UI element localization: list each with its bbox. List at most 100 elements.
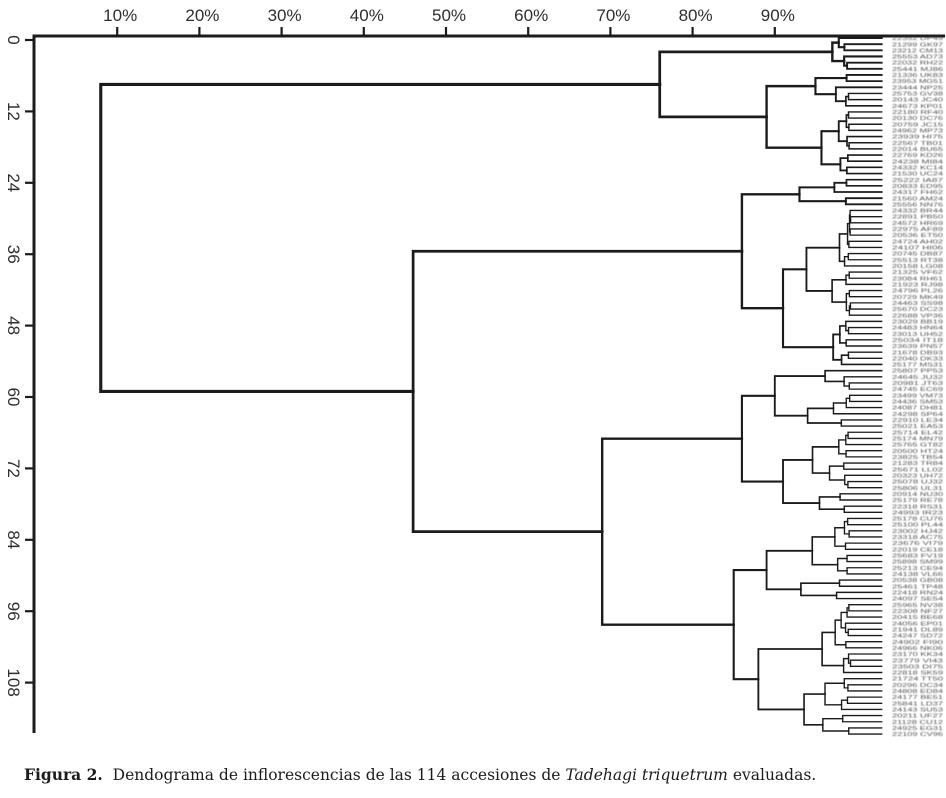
dendrogram-branch <box>847 684 883 692</box>
y-axis-tick-label: 72 <box>4 459 23 478</box>
dendrogram-branch <box>838 233 849 263</box>
dendrogram-branch <box>845 114 850 129</box>
dendrogram-branch <box>841 714 883 723</box>
dendrogram-branch <box>835 591 883 600</box>
leaf-label: 23318 AC75 <box>892 535 943 541</box>
dendrogram-branch <box>849 209 883 221</box>
leaf-label: 24745 EC69 <box>892 387 943 393</box>
leaf-label: 21678 DB93 <box>892 350 943 356</box>
leaf-label: 25898 SM99 <box>892 560 943 566</box>
leaf-label: 23084 RH61 <box>892 276 943 282</box>
leaf-label: 23939 HI75 <box>892 135 943 141</box>
leaf-label: 25177 MS31 <box>892 363 943 369</box>
leaf-label: 21299 GK97 <box>892 42 943 48</box>
dendrogram-branch <box>844 474 883 486</box>
dendrogram-branch <box>848 271 883 279</box>
dendrogram-branch <box>824 369 883 383</box>
leaf-label: 21283 TR84 <box>892 461 943 467</box>
dendrogram-branch <box>803 693 826 726</box>
dendrogram-branch <box>845 641 883 649</box>
leaf-label: 25100 PL44 <box>892 523 943 529</box>
dendrogram-branch <box>843 462 883 470</box>
leaf-label: 25965 NV38 <box>892 603 943 609</box>
dendrogram-branch <box>740 193 801 310</box>
leaf-label: 24645 JU32 <box>892 375 943 381</box>
dendrogram-branch <box>848 530 883 538</box>
leaf-label: 24138 VL66 <box>892 572 943 578</box>
leaf-label: 21560 AM24 <box>892 196 943 202</box>
dendrogram-branch <box>840 419 883 427</box>
leaf-label: 25034 IT18 <box>892 338 943 344</box>
leaf-label: 24247 SD72 <box>892 634 943 640</box>
dendrogram-branch <box>848 604 883 612</box>
dendrogram-branch <box>806 407 843 424</box>
y-axis-tick-label: 48 <box>4 316 23 335</box>
dendrogram-branch <box>837 120 848 143</box>
leaf-label: 23170 KK34 <box>892 652 943 658</box>
caption-text-before: Dendograma de inflorescencias de las 114… <box>102 766 566 784</box>
leaf-label: 25671 LL02 <box>892 467 943 473</box>
dendrogram-branch <box>842 657 883 674</box>
dendrogram-branch <box>814 76 848 96</box>
leaf-label: 24143 SU53 <box>892 708 943 714</box>
dendrogram-branch <box>848 394 883 403</box>
dendrogram-branch <box>849 302 883 310</box>
leaf-label: 21724 TT50 <box>892 677 943 683</box>
leaf-label: 21530 UC24 <box>892 172 943 178</box>
y-axis-tick-label: 36 <box>4 245 23 264</box>
leaf-label: 20759 JC15 <box>892 122 943 128</box>
leaf-label: 22318 RS31 <box>892 504 943 510</box>
leaf-label: 24463 SS98 <box>892 301 943 307</box>
leaf-label: 20211 UF27 <box>892 714 943 720</box>
dendrogram-branch <box>837 36 883 49</box>
dendrogram-branch <box>846 154 883 163</box>
dendrogram-branch <box>781 268 835 349</box>
dendrogram-branch <box>782 459 821 505</box>
dendrogram-branch <box>843 255 883 267</box>
dendrogram-branch <box>846 607 883 618</box>
leaf-label: 20143 JC40 <box>892 98 943 104</box>
leaf-label: 25753 GV38 <box>892 92 943 98</box>
leaf-label: 25213 CE94 <box>892 566 943 572</box>
dendrogram-branch <box>844 542 883 550</box>
dendrogram-branch <box>849 659 883 667</box>
leaf-label: 24925 EG31 <box>892 726 943 732</box>
leaf-label: 20536 ET50 <box>892 233 943 239</box>
dendrogram-branch <box>838 439 847 455</box>
dendrogram-branch <box>798 186 847 203</box>
dendrogram-branch <box>820 130 842 166</box>
dendrogram-branch <box>757 648 824 711</box>
x-axis-tick-label: 90% <box>761 6 795 25</box>
leaf-label: 24056 EP01 <box>892 621 943 627</box>
leaf-label: 22014 BU65 <box>892 147 943 153</box>
dendrogram-branches <box>99 36 883 735</box>
leaf-label: 24298 SP64 <box>892 412 943 418</box>
leaf-label: 23639 PN57 <box>892 344 943 350</box>
dendrogram-branch <box>658 50 834 119</box>
leaf-label: 23029 BB19 <box>892 319 943 325</box>
leaf-label: 22818 SK59 <box>892 671 943 677</box>
dendrogram-branch <box>836 557 848 572</box>
dendrogram-branch <box>845 397 883 409</box>
leaf-label: 24724 AH02 <box>892 239 943 245</box>
dendrogram-branch <box>847 653 883 664</box>
x-axis-tick-label: 40% <box>350 6 384 25</box>
leaf-label: 22109 CV96 <box>892 732 943 738</box>
leaf-label: 24673 KP01 <box>892 104 943 110</box>
dendrogram-branch <box>846 517 883 526</box>
dendrogram-branch <box>845 434 883 446</box>
dendrogram-branch <box>811 536 839 566</box>
y-axis-tick-label: 84 <box>4 530 23 549</box>
dendrogram-branch <box>840 354 883 366</box>
leaf-label: 24097 SE54 <box>892 597 943 603</box>
leaf-label: 24238 MI84 <box>892 159 943 165</box>
x-axis-tick-label: 20% <box>185 6 219 25</box>
leaf-label: 20914 NU30 <box>892 492 943 498</box>
dendrogram-branch <box>834 527 847 547</box>
leaf-label: 22910 LE34 <box>892 418 943 424</box>
leaf-label: 21325 VF62 <box>892 270 943 276</box>
leaf-label: 22180 RF40 <box>892 110 943 116</box>
leaf-label: 25222 IA87 <box>892 178 943 184</box>
